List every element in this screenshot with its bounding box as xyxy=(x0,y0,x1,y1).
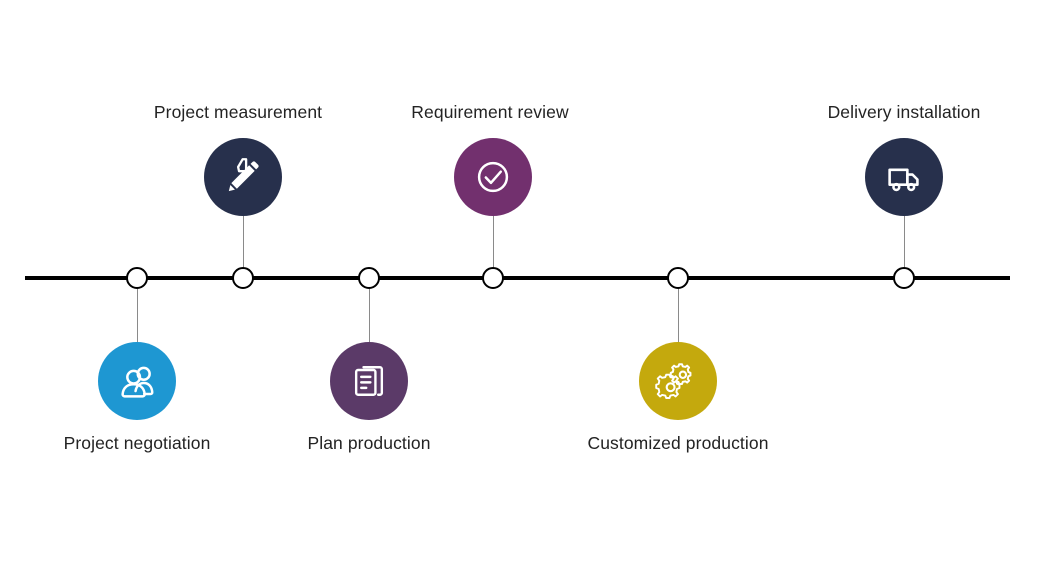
connector-stem-5 xyxy=(678,287,679,343)
connector-stem-2 xyxy=(243,214,244,268)
connector-stem-1 xyxy=(137,287,138,343)
timeline-node-5[interactable] xyxy=(667,267,689,289)
step-icon-6[interactable] xyxy=(865,138,943,216)
pencil-ruler-icon xyxy=(220,154,266,200)
gears-icon xyxy=(655,358,701,404)
document-stack-icon xyxy=(347,359,391,403)
step-label-3: Plan production xyxy=(307,433,431,453)
step-label-4: Requirement review xyxy=(411,102,569,122)
timeline-node-6[interactable] xyxy=(893,267,915,289)
connector-stem-6 xyxy=(904,214,905,268)
step-icon-5[interactable] xyxy=(639,342,717,420)
step-label-6: Delivery installation xyxy=(827,102,981,122)
step-icon-1[interactable] xyxy=(98,342,176,420)
timeline-rail xyxy=(25,276,1010,280)
step-label-1: Project negotiation xyxy=(63,433,211,453)
step-icon-3[interactable] xyxy=(330,342,408,420)
timeline-node-4[interactable] xyxy=(482,267,504,289)
timeline-node-3[interactable] xyxy=(358,267,380,289)
check-circle-icon xyxy=(470,154,516,200)
users-group-icon xyxy=(114,358,160,404)
timeline-node-1[interactable] xyxy=(126,267,148,289)
delivery-truck-icon xyxy=(881,154,927,200)
step-label-5: Customized production xyxy=(587,433,769,453)
connector-stem-3 xyxy=(369,287,370,343)
step-icon-2[interactable] xyxy=(204,138,282,216)
step-icon-4[interactable] xyxy=(454,138,532,216)
timeline-node-2[interactable] xyxy=(232,267,254,289)
connector-stem-4 xyxy=(493,214,494,268)
step-label-2: Project measurement xyxy=(153,102,323,122)
